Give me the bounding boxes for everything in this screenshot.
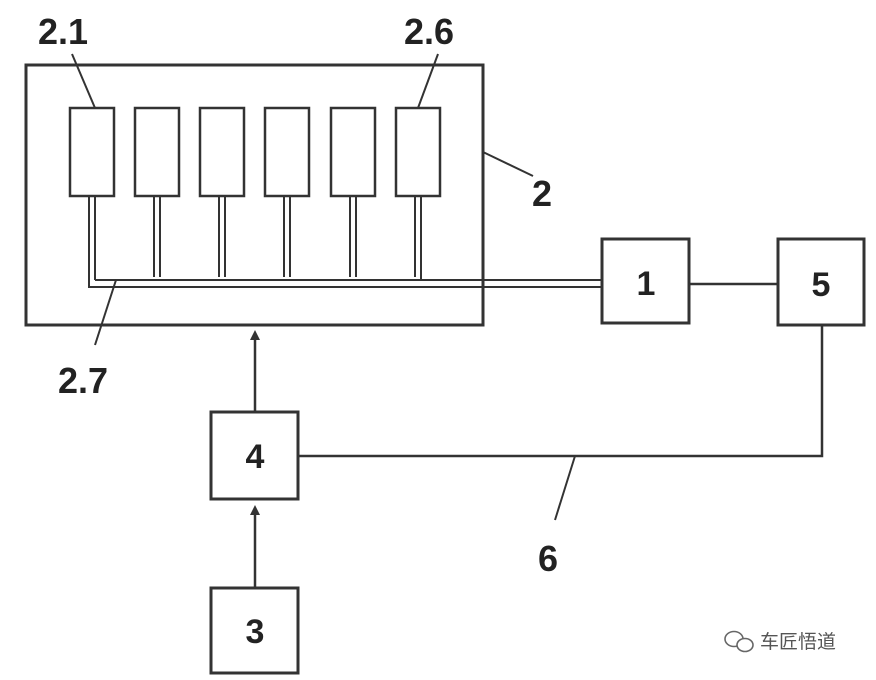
wechat-icon bbox=[724, 630, 754, 653]
block-5 bbox=[776, 237, 866, 327]
cell-2-1 bbox=[68, 106, 116, 198]
cell-2-3 bbox=[198, 106, 246, 198]
label-cell-last: 2.6 bbox=[404, 11, 454, 52]
leader-lines bbox=[71, 53, 576, 521]
label-block-3: 3 bbox=[246, 613, 265, 651]
cell-group bbox=[68, 106, 442, 198]
label-block-5: 5 bbox=[812, 266, 831, 304]
watermark-text: 车匠悟道 bbox=[760, 631, 836, 653]
block-4 bbox=[209, 410, 300, 501]
watermark: 车匠悟道 bbox=[724, 630, 836, 653]
label-block-4: 4 bbox=[246, 438, 265, 476]
block-1 bbox=[600, 237, 691, 325]
label-line-6: 6 bbox=[538, 538, 558, 579]
cell-2-6 bbox=[394, 106, 442, 198]
cell-2-2 bbox=[133, 106, 181, 198]
label-housing: 2 bbox=[532, 173, 552, 214]
label-cell-first: 2.1 bbox=[38, 11, 88, 52]
label-block-1: 1 bbox=[637, 265, 656, 303]
line-6 bbox=[298, 325, 824, 458]
cell-leads bbox=[88, 196, 602, 288]
label-bus: 2.7 bbox=[58, 360, 108, 401]
cell-2-5 bbox=[329, 106, 377, 198]
cell-2-4 bbox=[263, 106, 311, 198]
